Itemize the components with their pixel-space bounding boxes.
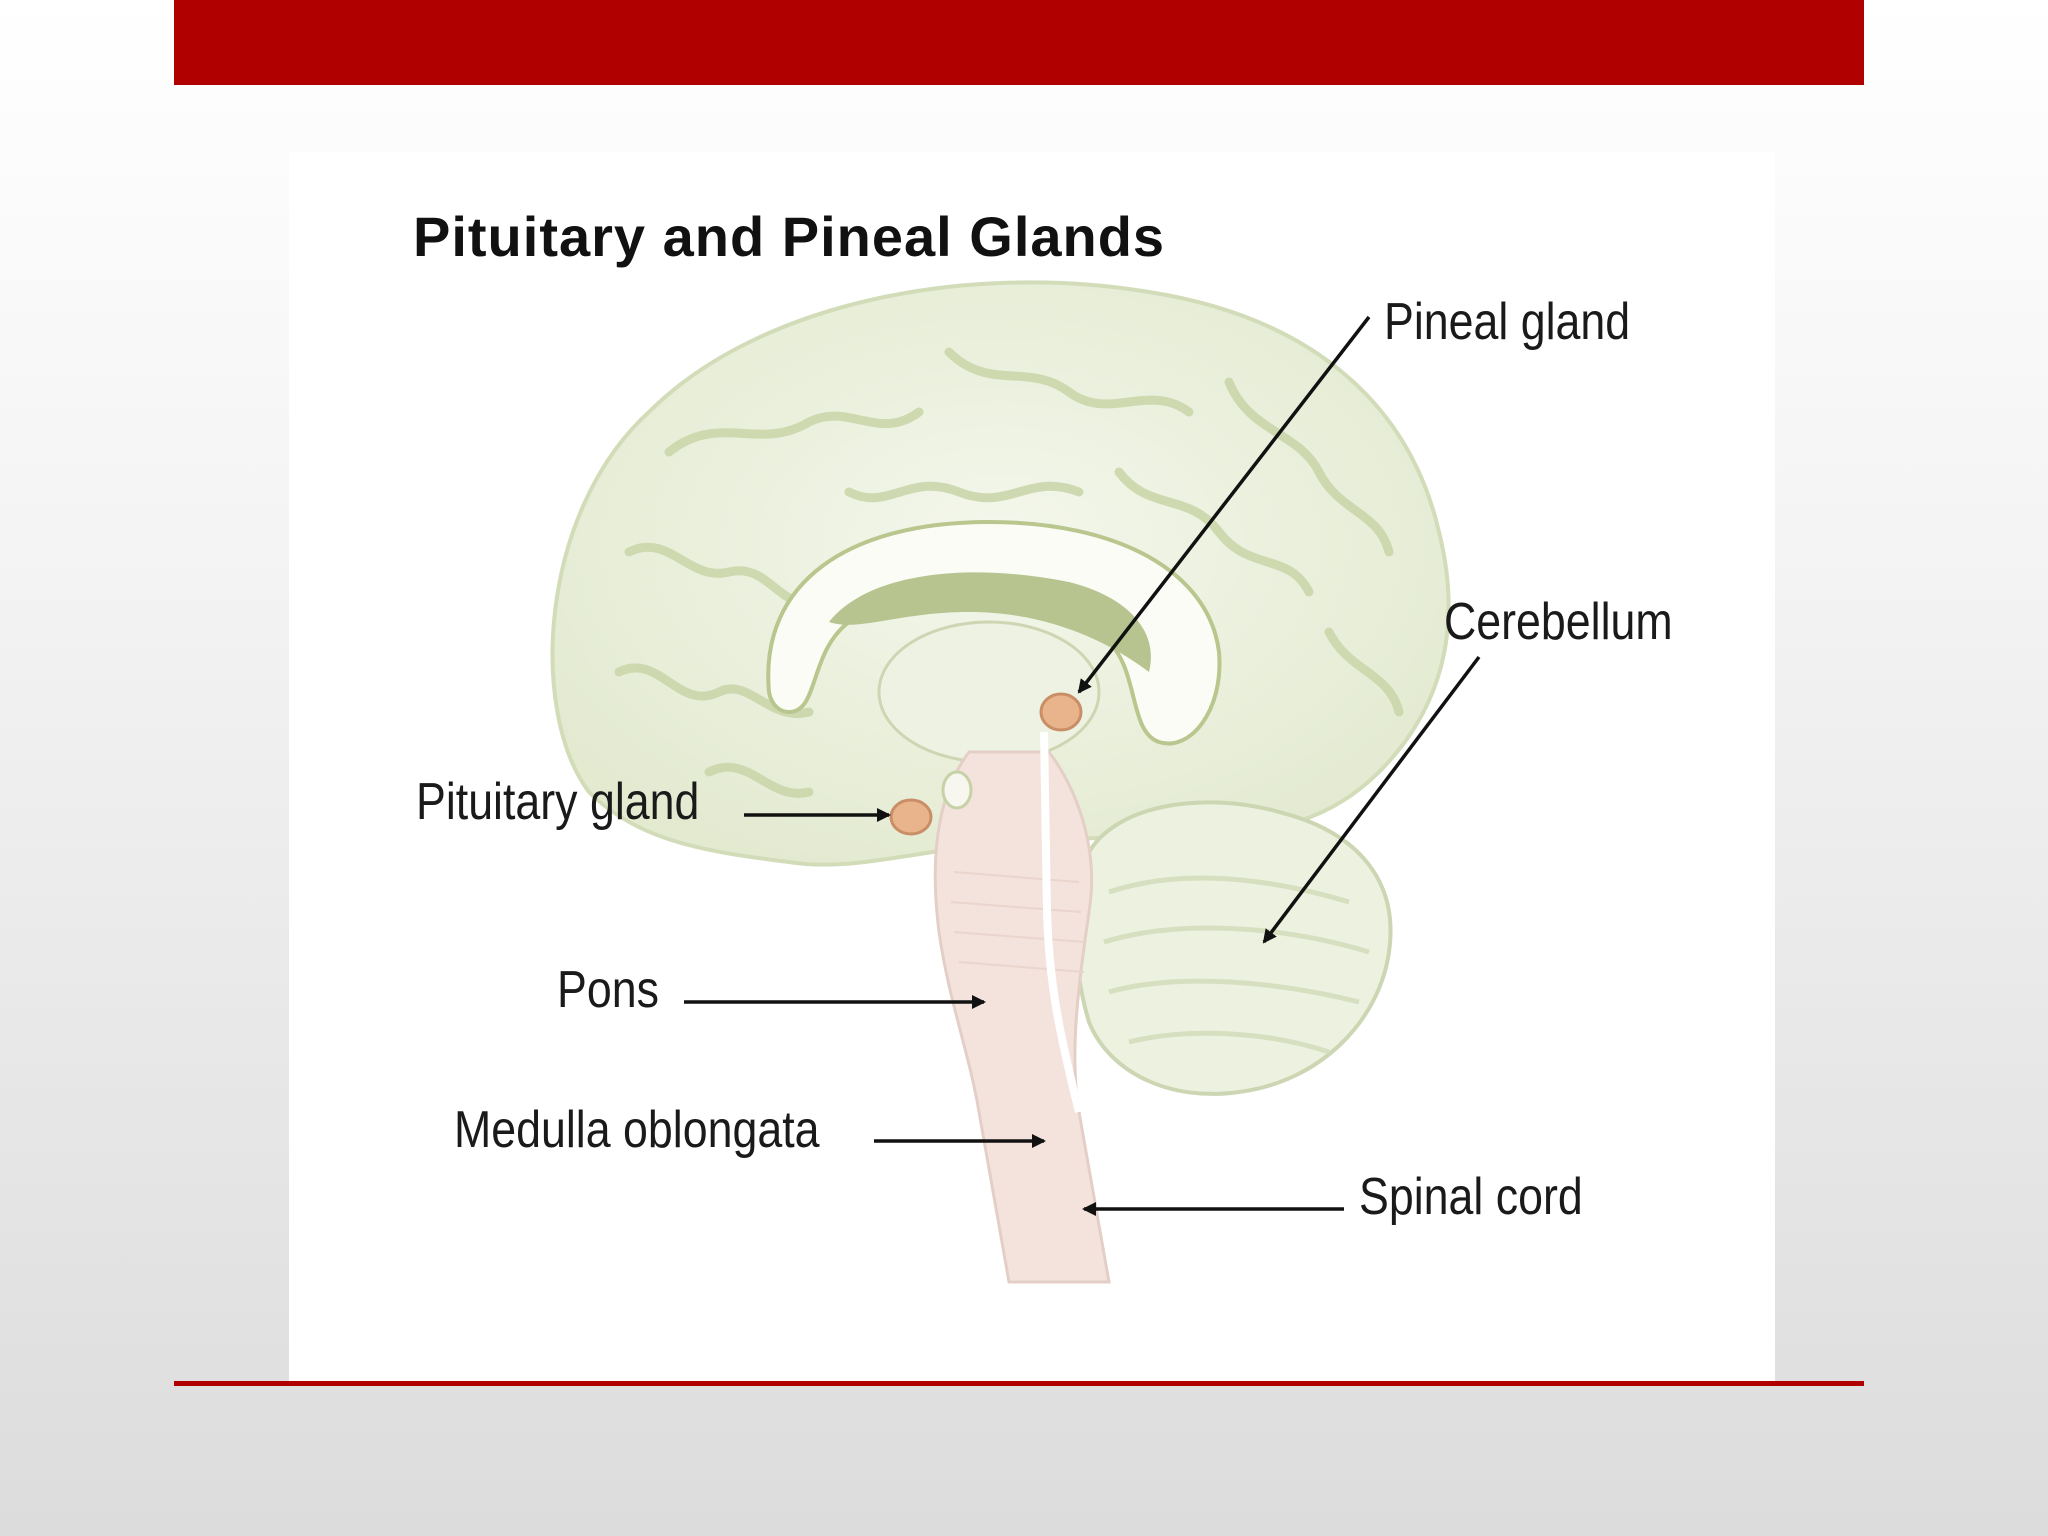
- aqueduct: [1040, 731, 1083, 1113]
- label-medulla-oblongata: Medulla oblongata: [454, 1101, 820, 1159]
- label-pituitary-gland: Pituitary gland: [416, 773, 700, 831]
- bottom-accent-line: [174, 1381, 1864, 1386]
- mammillary-body: [941, 770, 973, 810]
- pointer-cerebellum: [1262, 655, 1481, 944]
- label-pons: Pons: [557, 961, 659, 1019]
- pons-fibers: [950, 871, 1085, 973]
- brain-figure: Pituitary and Pineal Glands Pineal gland…: [289, 152, 1775, 1382]
- pointer-pineal: [1077, 315, 1371, 694]
- thalamus: [877, 620, 1101, 764]
- diagram-title: Pituitary and Pineal Glands: [413, 205, 1166, 268]
- gyri-lines: [614, 347, 1404, 798]
- label-spinal-cord: Spinal cord: [1359, 1168, 1583, 1226]
- label-pineal-gland: Pineal gland: [1384, 293, 1631, 351]
- corpus-callosum: [766, 519, 1222, 746]
- brain-illustration: [550, 280, 1481, 1284]
- top-accent-bar: [174, 0, 1864, 85]
- brainstem-shape: [933, 750, 1111, 1284]
- pituitary-gland-shape: [889, 798, 933, 836]
- lateral-ventricle: [829, 572, 1151, 672]
- pineal-gland-shape: [1039, 692, 1083, 732]
- label-cerebellum: Cerebellum: [1444, 593, 1673, 651]
- cerebellum-shape: [1073, 800, 1393, 1096]
- pointer-lines: [684, 315, 1481, 1216]
- cerebellum-folia: [1103, 875, 1370, 1055]
